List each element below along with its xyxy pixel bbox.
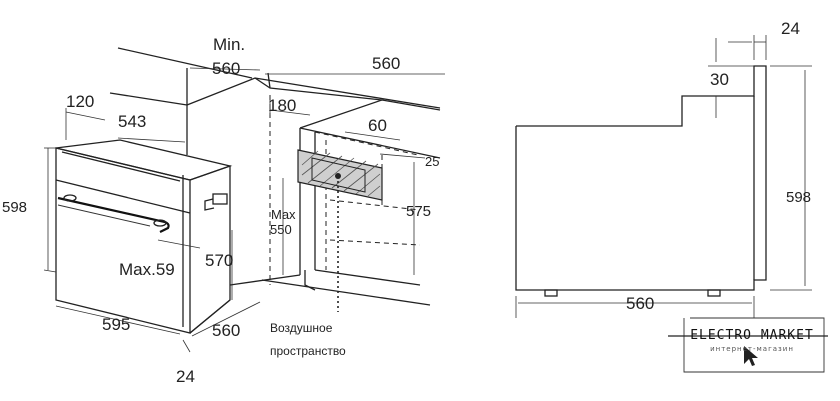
label-max59: Max.59 [119,260,175,279]
label-550: 550 [270,222,292,237]
cursor-icon [744,346,758,366]
label-max: Max [271,207,296,222]
logo-subtitle: интернет-магазин [710,345,794,353]
label-598-right: 598 [786,189,811,206]
label-30: 30 [710,70,729,89]
logo-title: ELECTRO MARKET [690,328,814,343]
label-575: 575 [406,203,431,220]
logo-frame [668,317,828,373]
label-24-left: 24 [176,367,195,386]
label-120: 120 [66,92,94,111]
label-570: 570 [205,251,233,270]
label-24-right: 24 [781,19,800,38]
label-25: 25 [425,154,439,169]
label-180: 180 [268,96,296,115]
label-560-top: 560 [212,59,240,78]
label-560-top-right: 560 [372,54,400,73]
label-min: Min. [213,35,245,54]
label-60: 60 [368,116,387,135]
label-543: 543 [118,112,146,131]
air-space-line1: Воздушное [270,321,333,335]
label-595: 595 [102,315,130,334]
cabinet-niche [109,47,441,312]
dimension-lines-right [515,35,812,318]
air-space-line2: пространство [270,344,346,358]
label-560-right: 560 [626,294,654,313]
oven-front-view [55,139,233,334]
label-598-left: 598 [2,199,27,216]
dimension-lines-left [43,67,445,353]
label-560-bottom: 560 [212,321,240,340]
logo: ELECTRO MARKET интернет-магазин [682,318,822,372]
oven-handle [57,194,170,233]
oven-side-view [515,65,767,297]
